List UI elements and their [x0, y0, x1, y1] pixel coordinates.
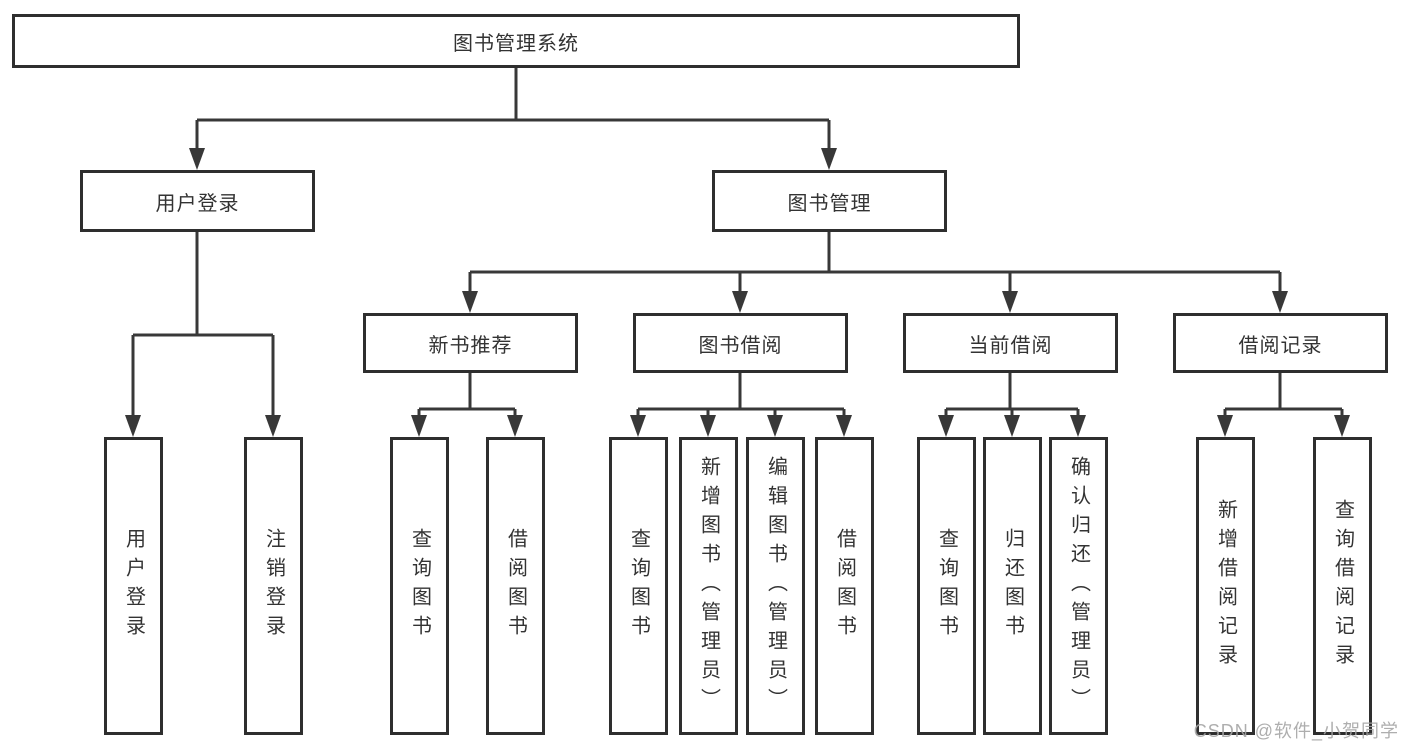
- connector-borrowing-records-to-leaves: [1223, 373, 1344, 417]
- node-book-borrowing: 图书借阅: [633, 313, 848, 373]
- arrowhead: [1004, 415, 1020, 437]
- leaf-query-books-current: 查询图书: [917, 437, 976, 735]
- connector-new-book-rec-to-leaves: [417, 373, 517, 417]
- arrowhead: [836, 415, 852, 437]
- connector-book-borrowing-to-leaves: [636, 373, 846, 417]
- leaf-add-books-admin: 新增图书（管理员）: [679, 437, 738, 735]
- leaf-user-login: 用户登录: [104, 437, 163, 735]
- leaf-label: 新增图书（管理员）: [697, 455, 720, 717]
- arrowhead: [1002, 291, 1018, 313]
- leaf-label: 查询借阅记录: [1331, 499, 1354, 673]
- leaf-label: 查询图书: [935, 528, 958, 644]
- node-new-book-recommendation: 新书推荐: [363, 313, 578, 373]
- leaf-label: 编辑图书（管理员）: [764, 455, 787, 717]
- leaf-label: 注销登录: [262, 528, 285, 644]
- arrowhead: [265, 415, 281, 437]
- node-borrowing-records: 借阅记录: [1173, 313, 1388, 373]
- leaf-query-borrow-record: 查询借阅记录: [1313, 437, 1372, 735]
- arrowheads: [125, 148, 1350, 437]
- arrowhead: [1334, 415, 1350, 437]
- leaf-label: 归还图书: [1001, 528, 1024, 644]
- arrowhead: [1070, 415, 1086, 437]
- leaf-query-books-borrowing: 查询图书: [609, 437, 668, 735]
- connector-root-to-level2: [195, 68, 831, 150]
- arrowhead: [1272, 291, 1288, 313]
- connector-current-borrowing-to-leaves: [944, 373, 1080, 417]
- leaf-return-books: 归还图书: [983, 437, 1042, 735]
- arrowhead: [189, 148, 205, 170]
- arrowhead: [125, 415, 141, 437]
- leaf-edit-books-admin: 编辑图书（管理员）: [746, 437, 805, 735]
- node-current-borrowing: 当前借阅: [903, 313, 1118, 373]
- arrowhead: [700, 415, 716, 437]
- leaf-label: 新增借阅记录: [1214, 499, 1237, 673]
- arrowhead: [821, 148, 837, 170]
- arrowhead: [411, 415, 427, 437]
- csdn-watermark: CSDN @软件_小贺同学: [1193, 721, 1399, 741]
- leaf-borrow-books-recommend: 借阅图书: [486, 437, 545, 735]
- arrowhead: [507, 415, 523, 437]
- node-library-management-system: 图书管理系统: [12, 14, 1020, 68]
- leaf-label: 查询图书: [408, 528, 431, 644]
- leaf-add-borrow-record: 新增借阅记录: [1196, 437, 1255, 735]
- leaf-query-books-recommend: 查询图书: [390, 437, 449, 735]
- leaf-label: 用户登录: [122, 528, 145, 644]
- leaf-label: 确认归还（管理员）: [1067, 455, 1090, 717]
- leaf-confirm-return-admin: 确认归还（管理员）: [1049, 437, 1108, 735]
- node-book-management: 图书管理: [712, 170, 947, 232]
- connector-user-login-to-leaves: [131, 232, 275, 417]
- leaf-logout: 注销登录: [244, 437, 303, 735]
- node-user-login: 用户登录: [80, 170, 315, 232]
- leaf-label: 借阅图书: [504, 528, 527, 644]
- arrowhead: [630, 415, 646, 437]
- arrowhead: [938, 415, 954, 437]
- arrowhead: [732, 291, 748, 313]
- connector-book-management-to-level3: [468, 232, 1282, 293]
- arrowhead: [462, 291, 478, 313]
- leaf-borrow-books-borrowing: 借阅图书: [815, 437, 874, 735]
- arrowhead: [1217, 415, 1233, 437]
- leaf-label: 借阅图书: [833, 528, 856, 644]
- arrowhead: [767, 415, 783, 437]
- leaf-label: 查询图书: [627, 528, 650, 644]
